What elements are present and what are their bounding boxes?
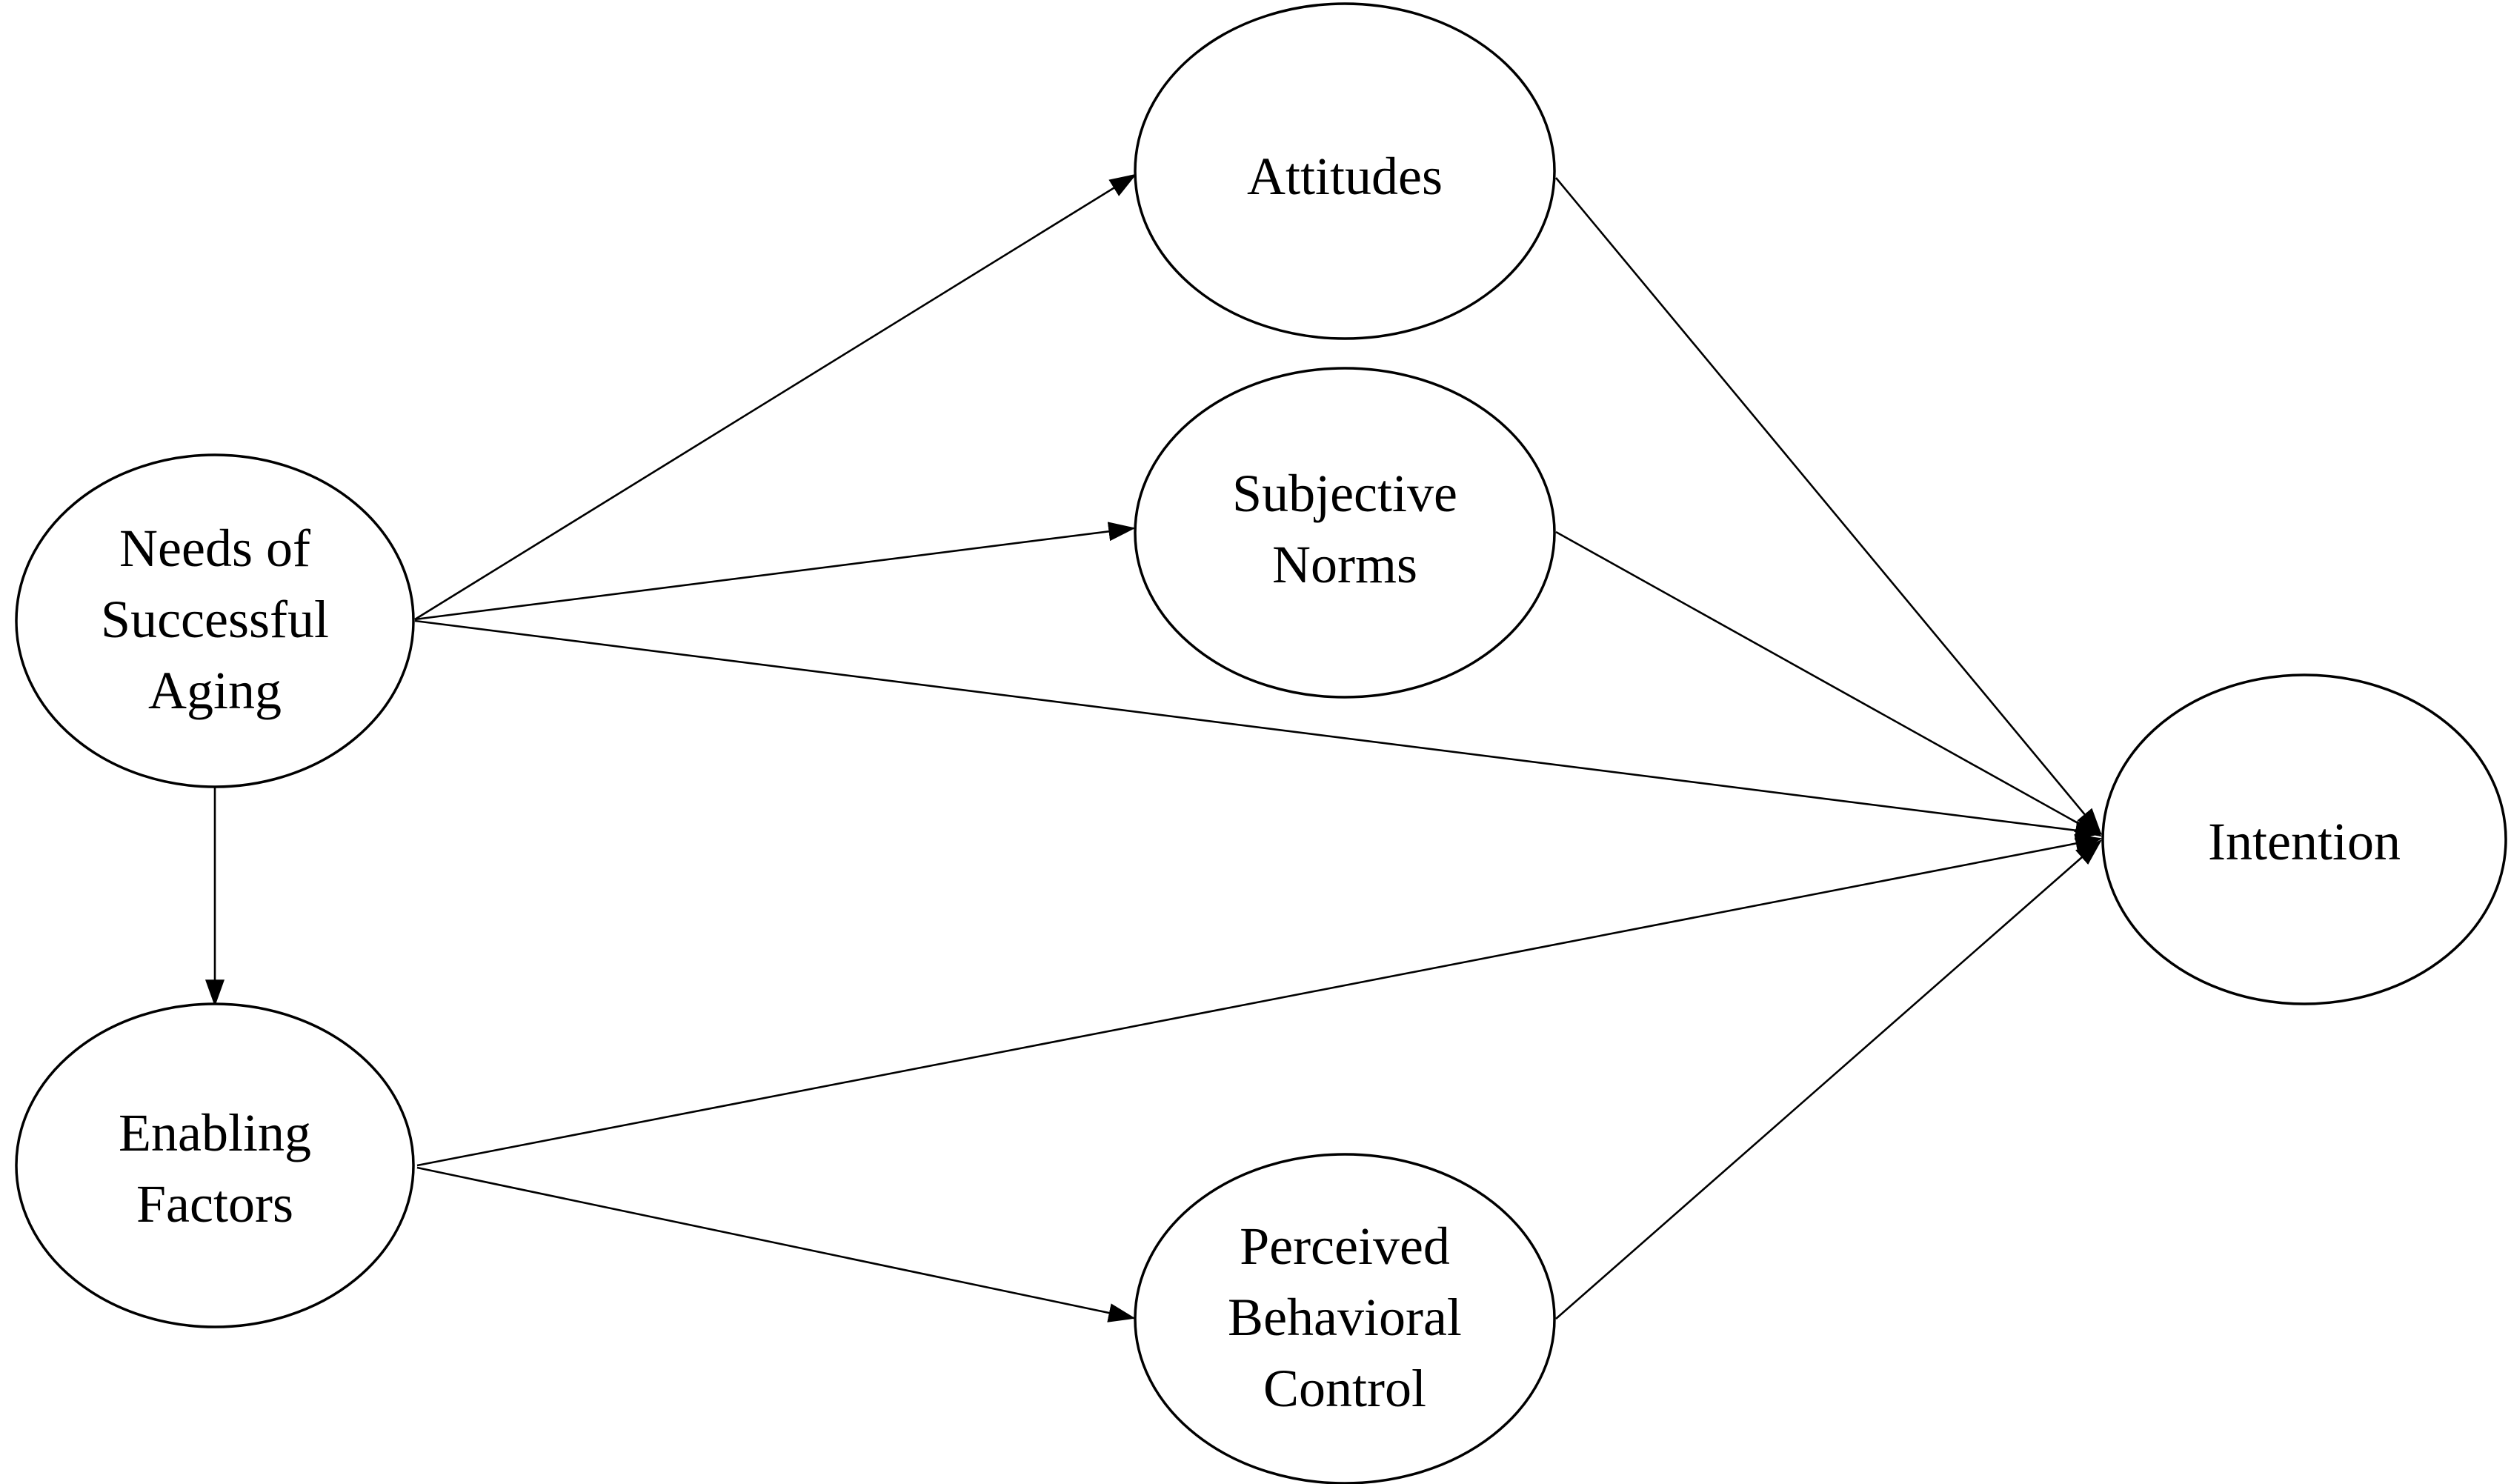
node-norms-label-line-1: Subjective bbox=[1232, 464, 1457, 523]
node-enabling-label-line-2: Factors bbox=[136, 1174, 293, 1234]
node-attitudes-ellipse bbox=[1134, 2, 1556, 340]
node-needs-label-line-1: Needs of bbox=[119, 519, 310, 578]
node-norms-ellipse bbox=[1134, 367, 1556, 699]
node-needs-of-successful-aging: Needs of Successful Aging bbox=[15, 453, 415, 788]
node-intention: Intention bbox=[2101, 673, 2507, 1005]
node-pbc-label-line-2: Behavioral bbox=[1228, 1288, 1462, 1347]
node-pbc-label-line-1: Perceived bbox=[1240, 1217, 1450, 1276]
edge-needs-to-norms bbox=[414, 522, 1136, 621]
node-enabling-label-line-1: Enabling bbox=[119, 1103, 311, 1162]
edge-group bbox=[205, 173, 2103, 1322]
node-norms-label-line-2: Norms bbox=[1272, 535, 1417, 594]
node-subjective-norms: Subjective Norms bbox=[1134, 367, 1556, 699]
node-intention-label: Intention bbox=[2208, 812, 2401, 871]
node-attitudes: Attitudes bbox=[1134, 2, 1556, 340]
node-enabling-factors: Enabling Factors bbox=[15, 1002, 415, 1328]
edge-needs-to-intention bbox=[414, 619, 2103, 840]
node-intention-ellipse bbox=[2101, 673, 2507, 1005]
node-pbc-ellipse bbox=[1134, 1153, 1556, 1484]
node-enabling-ellipse bbox=[15, 1002, 415, 1328]
node-needs-label-line-2: Successful bbox=[101, 590, 329, 649]
edge-needs-to-attitudes bbox=[414, 173, 1137, 621]
edge-enabling-to-pbc bbox=[416, 1166, 1136, 1322]
node-pbc-label-line-3: Control bbox=[1263, 1359, 1426, 1418]
edge-attitudes-to-intention bbox=[1554, 177, 2102, 836]
node-needs-ellipse bbox=[15, 453, 415, 788]
node-perceived-behavioral-control: Perceived Behavioral Control bbox=[1134, 1153, 1556, 1484]
edge-enabling-to-intention bbox=[416, 833, 2103, 1167]
edge-norms-to-intention bbox=[1555, 530, 2103, 837]
node-needs-label-line-3: Aging bbox=[148, 661, 282, 720]
edge-pbc-to-intention bbox=[1555, 839, 2102, 1320]
node-attitudes-label: Attitudes bbox=[1247, 147, 1443, 206]
